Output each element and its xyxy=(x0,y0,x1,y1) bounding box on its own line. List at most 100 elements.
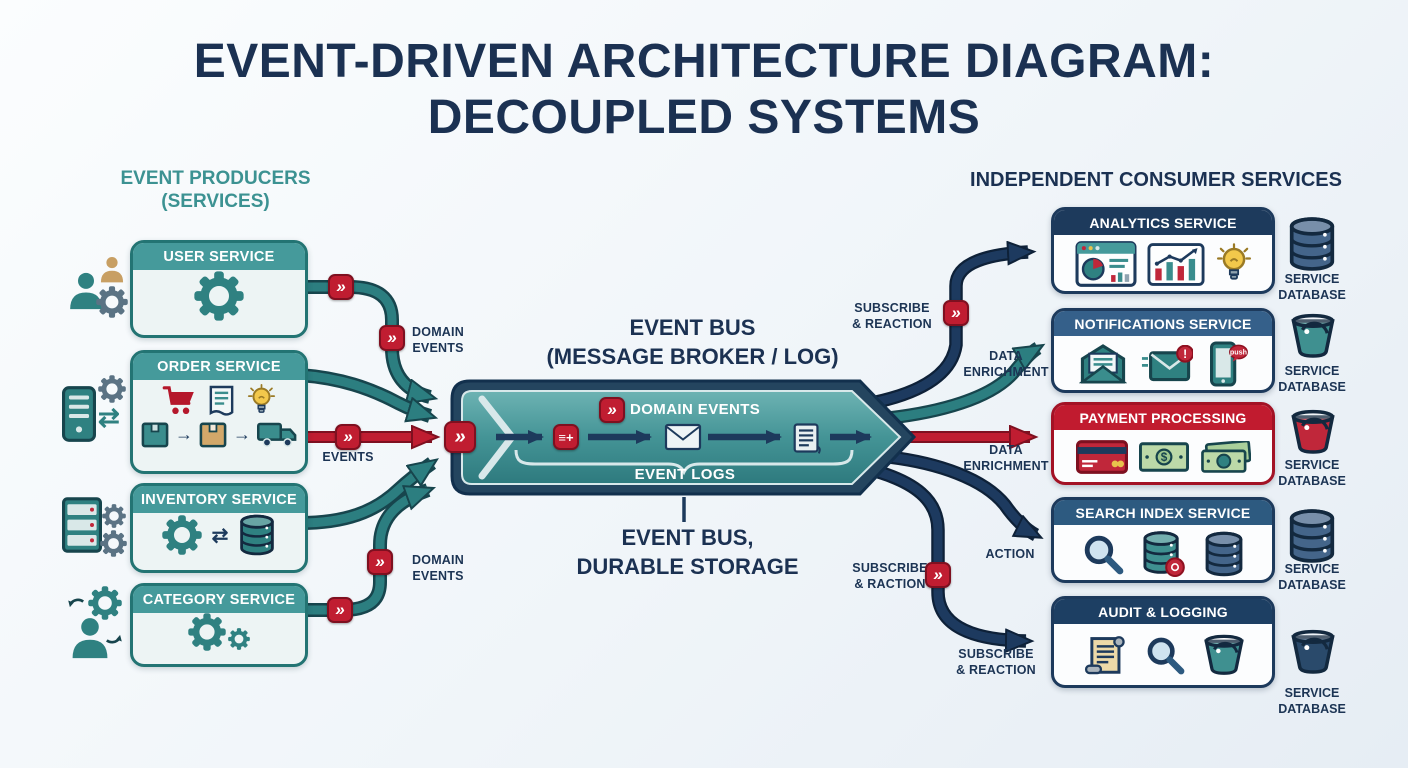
event-badge-icon: » xyxy=(444,421,476,453)
consumer-notifications-title: NOTIFICATIONS SERVICE xyxy=(1054,311,1272,336)
inventory-rack-icon xyxy=(62,496,102,554)
page-title-line2: DECOUPLED SYSTEMS xyxy=(427,90,981,144)
producer-category-service-title: CATEGORY SERVICE xyxy=(133,586,305,613)
payment-database-icon xyxy=(1290,408,1336,456)
user-person-small-icon xyxy=(98,253,126,285)
events-label: EVENTS xyxy=(322,450,374,464)
flow-arrow-icon: → xyxy=(233,423,251,444)
database-alert-icon xyxy=(1143,530,1185,577)
producers-heading: EVENT PRODUCERS (SERVICES) xyxy=(88,168,343,214)
bus-heading: EVENT BUS (MESSAGE BROKER / LOG) xyxy=(505,314,880,371)
consumer-payment-processing: PAYMENT PROCESSING xyxy=(1051,402,1275,485)
bus-heading-line1: EVENT BUS xyxy=(629,315,756,340)
open-envelope-icon xyxy=(1079,343,1127,385)
domain-events-label-bottom: DOMAIN EVENTS xyxy=(412,553,464,584)
consumer-audit-logging: AUDIT & LOGGING xyxy=(1051,596,1275,688)
action-label: ACTION xyxy=(985,547,1035,561)
producer-user-service-title: USER SERVICE xyxy=(133,243,305,270)
dashboard-icon xyxy=(1075,241,1137,287)
bucket-icon xyxy=(1203,633,1245,677)
gear-icon xyxy=(194,271,244,321)
consumer-payment-title: PAYMENT PROCESSING xyxy=(1054,405,1272,430)
event-item-badge-icon: ≡+ xyxy=(553,424,579,450)
bus-heading-line2: (MESSAGE BROKER / LOG) xyxy=(546,343,839,369)
data-enrichment-label-payment: DATA ENRICHMENT xyxy=(963,443,1049,474)
consumer-notifications-service: NOTIFICATIONS SERVICE xyxy=(1051,308,1275,393)
sync-arrows-icon: ⇄ xyxy=(211,524,229,547)
event-badge-icon: » xyxy=(599,397,625,423)
database-icon xyxy=(238,514,276,556)
notifications-db-label: SERVICE DATABASE xyxy=(1278,364,1346,394)
producer-order-service: ORDER SERVICE → → xyxy=(130,350,308,474)
bus-caption-line1: EVENT BUS, xyxy=(621,525,754,550)
audit-db-label: SERVICE DATABASE xyxy=(1278,686,1346,716)
producer-inventory-service: INVENTORY SERVICE ⇄ xyxy=(130,483,308,573)
page-title: EVENT-DRIVEN ARCHITECTURE DIAGRAM: DECOU… xyxy=(0,34,1408,145)
event-badge-icon: » xyxy=(925,562,951,588)
payment-db-label: SERVICE DATABASE xyxy=(1278,458,1346,488)
search-db-label: SERVICE DATABASE xyxy=(1278,562,1346,592)
cycle-arrow-icon xyxy=(66,596,86,616)
gear-icon xyxy=(188,613,226,651)
cycle-arrow-icon xyxy=(104,626,124,646)
consumer-search-title: SEARCH INDEX SERVICE xyxy=(1054,500,1272,525)
consumer-connectors xyxy=(870,252,1038,641)
subscribe-reaction-label-audit: SUBSCRIBE & REACTION xyxy=(956,647,1036,678)
user-gear-icon xyxy=(96,286,128,318)
producer-inventory-service-title: INVENTORY SERVICE xyxy=(133,486,305,513)
subscribe-reaction-label-top: SUBSCRIBE & REACTION xyxy=(852,301,932,332)
consumer-analytics-service: ANALYTICS SERVICE xyxy=(1051,207,1275,294)
cart-icon xyxy=(162,385,196,416)
producer-order-service-title: ORDER SERVICE xyxy=(133,353,305,380)
magnifier-icon xyxy=(1145,635,1185,675)
flow-arrow-icon: → xyxy=(175,423,193,444)
alert-envelope-icon xyxy=(1141,345,1193,383)
notifications-database-icon xyxy=(1290,312,1336,360)
trend-chart-icon xyxy=(1147,243,1205,286)
data-enrichment-label-notifications: DATA ENRICHMENT xyxy=(963,349,1049,380)
event-badge-icon: » xyxy=(943,300,969,326)
scroll-icon xyxy=(1082,632,1128,678)
event-badge-icon: » xyxy=(335,424,361,450)
event-logs-brace xyxy=(514,449,854,476)
bus-caption-line2: DURABLE STORAGE xyxy=(576,553,799,579)
small-gear-icon xyxy=(228,628,250,650)
analytics-database-icon xyxy=(1288,216,1336,272)
bus-caption: EVENT BUS, DURABLE STORAGE xyxy=(500,524,875,581)
event-badge-icon: » xyxy=(379,325,405,351)
producer-connectors xyxy=(299,280,432,617)
gear-icon xyxy=(162,515,202,555)
event-badge-icon: » xyxy=(367,549,393,575)
producer-user-service: USER SERVICE xyxy=(130,240,308,338)
event-badge-icon: » xyxy=(328,274,354,300)
push-phone-icon xyxy=(1208,340,1248,388)
order-gear-icon xyxy=(98,375,126,403)
subscribe-raction-label: SUBSCRIBE & RACTION xyxy=(852,561,928,592)
document-icon xyxy=(208,385,235,417)
lightbulb-icon xyxy=(247,384,276,417)
order-server-icon xyxy=(62,386,96,442)
producers-heading-line1: EVENT PRODUCERS xyxy=(120,168,311,189)
bus-log-icon xyxy=(792,422,822,454)
consumer-audit-title: AUDIT & LOGGING xyxy=(1054,599,1272,624)
bus-event-logs-label: EVENT LOGS xyxy=(634,466,736,483)
inventory-gear-icon xyxy=(102,504,126,528)
search-database-icon xyxy=(1288,508,1336,564)
box-icon xyxy=(199,420,227,448)
producer-category-service: CATEGORY SERVICE xyxy=(130,583,308,667)
truck-icon xyxy=(257,420,297,448)
audit-database-icon xyxy=(1290,628,1336,676)
database-icon xyxy=(1204,531,1244,577)
consumers-heading: INDEPENDENT CONSUMER SERVICES xyxy=(970,169,1342,191)
credit-card-icon xyxy=(1076,440,1128,474)
lightbulb-icon xyxy=(1216,243,1252,285)
consumer-analytics-title: ANALYTICS SERVICE xyxy=(1054,210,1272,235)
magnifier-icon xyxy=(1082,533,1124,575)
bus-envelope-icon xyxy=(664,423,702,451)
analytics-db-label: SERVICE DATABASE xyxy=(1278,272,1346,302)
cash-icon xyxy=(1201,441,1251,474)
page-title-line1: EVENT-DRIVEN ARCHITECTURE DIAGRAM: xyxy=(193,35,1215,88)
banknote-icon xyxy=(1139,442,1189,472)
producers-heading-line2: (SERVICES) xyxy=(161,190,270,212)
